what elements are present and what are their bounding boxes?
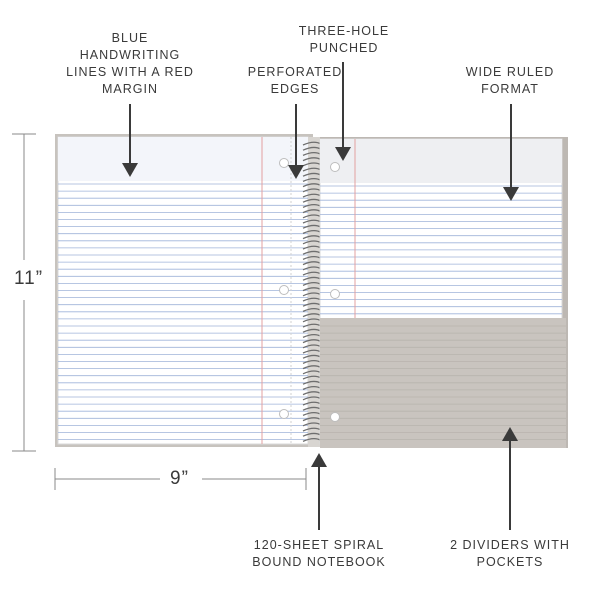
callout-spiral: 120-SHEET SPIRAL BOUND NOTEBOOK — [252, 538, 386, 569]
left-ruled-lines — [58, 183, 308, 441]
right-page — [319, 137, 568, 448]
left-hole-middle — [279, 285, 289, 295]
callout-dividers: 2 DIVIDERS WITH POCKETS — [450, 538, 570, 569]
arrow-three-hole — [335, 62, 351, 161]
callout-perforated: PERFORATED EDGES — [247, 65, 343, 96]
arrow-perforated — [288, 104, 304, 179]
right-ruled-lines — [320, 185, 562, 315]
right-hole-top — [330, 162, 340, 172]
divider-lines — [320, 325, 566, 441]
width-dimension — [54, 468, 307, 490]
arrow-blue-lines — [122, 104, 138, 177]
left-hole-top — [279, 158, 289, 168]
left-hole-bottom — [279, 409, 289, 419]
arrow-wide-ruled — [503, 104, 519, 201]
height-dimension-label: 11” — [14, 268, 44, 289]
right-hole-bottom — [330, 412, 340, 422]
width-dimension-label: 9” — [170, 468, 189, 489]
callout-wide-ruled: WIDE RULED FORMAT — [465, 65, 555, 96]
callout-three-hole: THREE-HOLE PUNCHED — [298, 24, 390, 55]
arrow-spiral — [311, 453, 327, 530]
arrow-dividers — [502, 427, 518, 530]
left-page — [55, 134, 313, 447]
callout-blue-lines: BLUE HANDWRITING LINES WITH A RED MARGIN — [66, 31, 194, 96]
height-dimension — [12, 133, 36, 452]
left-header-band — [58, 137, 308, 181]
right-header-band — [320, 139, 562, 183]
right-hole-middle — [330, 289, 340, 299]
